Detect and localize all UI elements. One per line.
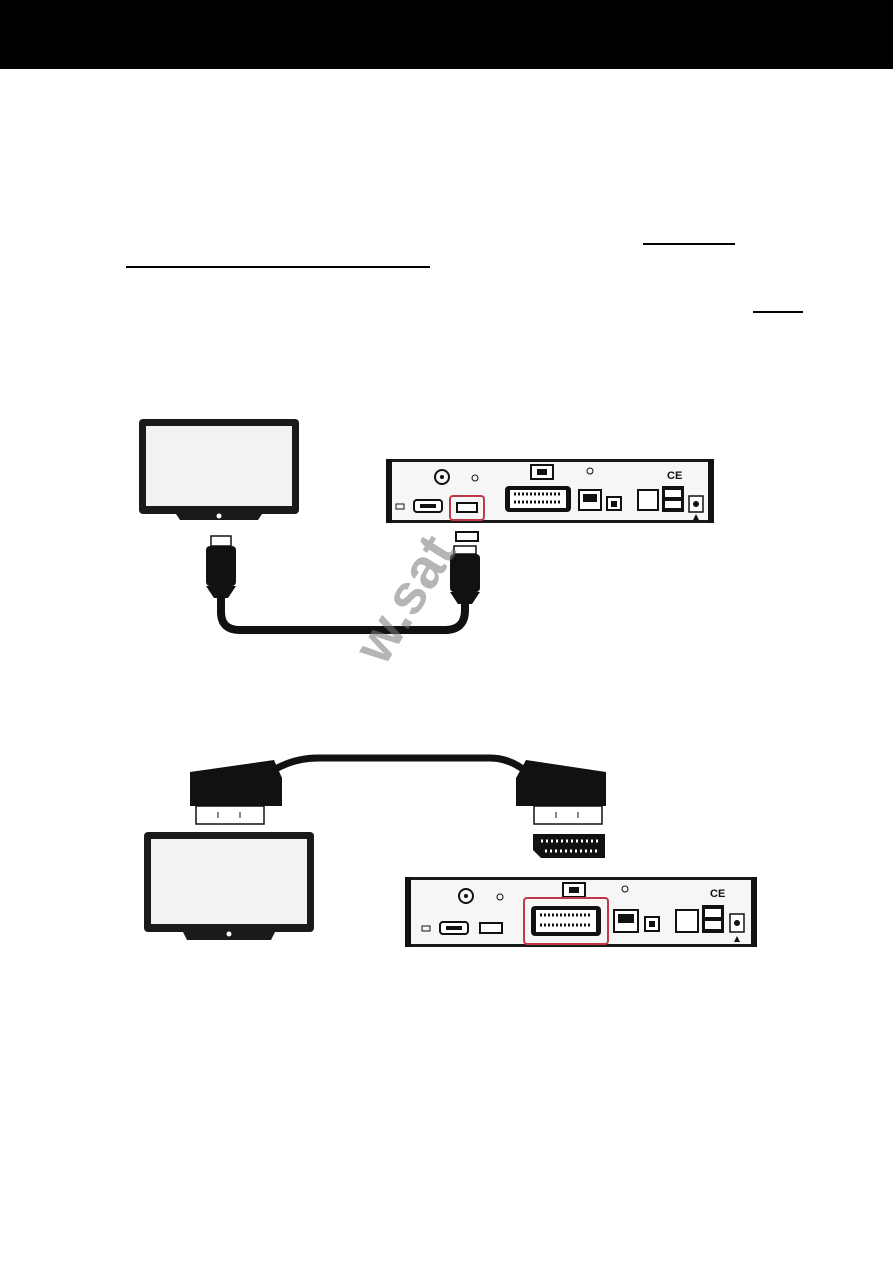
receiver-icon: CE	[386, 459, 714, 523]
receiver-icon: CE	[405, 877, 757, 947]
tv-icon	[144, 832, 314, 940]
scart-cable-icon	[190, 754, 606, 858]
text-underline-2	[126, 266, 430, 268]
text-underline-3	[753, 311, 803, 313]
text-underline-1	[643, 243, 735, 245]
hdmi-cable-icon	[206, 535, 480, 634]
ce-mark: CE	[667, 470, 682, 482]
tv-icon	[139, 419, 299, 520]
page-header-bar	[0, 0, 893, 69]
ce-mark: CE	[710, 888, 725, 900]
